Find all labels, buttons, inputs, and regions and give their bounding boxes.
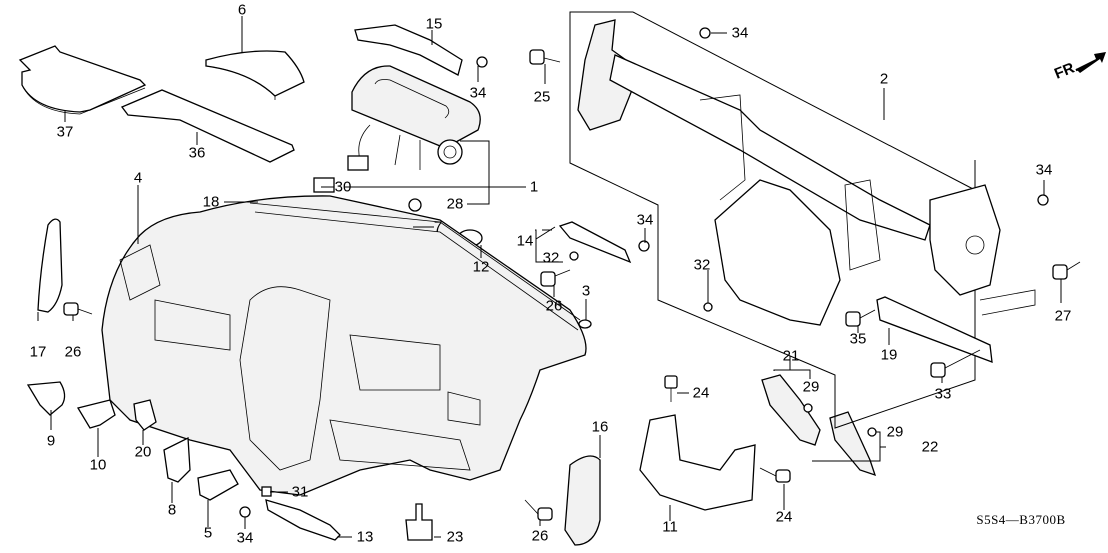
callout-35[interactable]: 35 (849, 330, 867, 348)
part-22-bracket-assembly[interactable] (829, 411, 877, 477)
part-5-lid[interactable] (197, 469, 239, 501)
part-26-bolt-left[interactable] (63, 302, 93, 316)
callout-26-middle[interactable]: 26 (545, 297, 563, 315)
callout-26-left[interactable]: 26 (64, 343, 82, 361)
part-23-label[interactable] (405, 503, 433, 541)
callout-16[interactable]: 16 (591, 418, 609, 436)
callout-18[interactable]: 18 (202, 193, 220, 211)
part-19-stay[interactable] (876, 296, 993, 363)
part-34-screw-airbag[interactable] (476, 56, 488, 68)
callout-13[interactable]: 13 (356, 528, 374, 546)
callout-24-lower[interactable]: 24 (775, 508, 793, 526)
callout-23[interactable]: 23 (446, 528, 464, 546)
callout-31[interactable]: 31 (291, 483, 309, 501)
part-29-nut-lower[interactable] (867, 427, 877, 437)
callout-24-upper[interactable]: 24 (692, 384, 710, 402)
callout-9[interactable]: 9 (46, 432, 56, 450)
part-26-bolt-middle[interactable] (540, 269, 571, 287)
callout-34-lower[interactable]: 34 (236, 529, 254, 547)
leader-lines (37, 16, 1062, 538)
front-direction-indicator: FR. (1052, 52, 1108, 95)
callout-12[interactable]: 12 (472, 258, 490, 276)
part-25-bolt[interactable] (529, 49, 561, 65)
callout-3[interactable]: 3 (581, 282, 591, 300)
callout-4[interactable]: 4 (133, 169, 143, 187)
part-29-nut-upper[interactable] (803, 403, 813, 413)
part-24-bolt-upper[interactable] (664, 375, 678, 402)
callout-15[interactable]: 15 (425, 15, 443, 33)
part-21-bracket-assembly[interactable] (761, 374, 821, 446)
part-26-bolt-bottom[interactable] (524, 499, 553, 521)
front-arrow-icon (1076, 52, 1106, 73)
part-33-bolt[interactable] (930, 349, 981, 378)
callout-1[interactable]: 1 (529, 178, 539, 196)
callout-30[interactable]: 30 (334, 178, 352, 196)
part-14-bracket[interactable] (558, 221, 632, 264)
callout-8[interactable]: 8 (167, 501, 177, 519)
callout-21[interactable]: 21 (782, 347, 800, 365)
callout-22[interactable]: 22 (921, 438, 939, 456)
part-37-insulator[interactable] (18, 45, 147, 115)
diagram-code: S5S4—B3700B (976, 512, 1066, 527)
callout-6[interactable]: 6 (237, 1, 247, 19)
part-32-nut-right[interactable] (703, 302, 713, 312)
part-34-screw-lower[interactable] (239, 506, 251, 518)
callout-34-right[interactable]: 34 (1035, 161, 1053, 179)
part-3-plug[interactable] (578, 319, 592, 329)
callout-33[interactable]: 33 (934, 385, 952, 403)
callout-19[interactable]: 19 (880, 346, 898, 364)
callout-26-bottom[interactable]: 26 (531, 527, 549, 545)
part-16-side-cover-right[interactable] (564, 455, 601, 546)
callout-14[interactable]: 14 (516, 232, 534, 250)
part-28-nut[interactable] (408, 198, 422, 212)
part-4-instrument-panel[interactable] (101, 195, 587, 496)
part-1-airbag-module[interactable] (347, 65, 481, 171)
part-30-clip[interactable] (313, 177, 335, 193)
callout-34-airbag[interactable]: 34 (469, 84, 487, 102)
part-24-bolt-lower[interactable] (759, 467, 791, 483)
callout-27[interactable]: 27 (1054, 307, 1072, 325)
part-9-vent-cover[interactable] (26, 381, 66, 416)
callout-37[interactable]: 37 (56, 123, 74, 141)
part-36-insulator[interactable] (120, 89, 295, 163)
callout-11[interactable]: 11 (662, 518, 678, 536)
callout-10[interactable]: 10 (89, 456, 107, 474)
part-17-side-cover-left[interactable] (37, 218, 63, 313)
callout-32-right[interactable]: 32 (693, 256, 711, 274)
callout-2[interactable]: 2 (879, 70, 889, 88)
part-10-vent-cover[interactable] (76, 399, 116, 429)
part-34-screw-right[interactable] (1037, 194, 1049, 206)
part-8-side-cover[interactable] (163, 436, 191, 483)
callout-29-lower[interactable]: 29 (886, 423, 904, 441)
part-11-center-bracket[interactable] (639, 414, 756, 511)
callout-29-upper[interactable]: 29 (802, 378, 820, 396)
callout-7[interactable]: 7 (433, 218, 443, 236)
part-13-lower-bracket[interactable] (265, 499, 341, 541)
part-34-screw-top[interactable] (699, 27, 711, 39)
callout-5[interactable]: 5 (203, 524, 213, 542)
callout-17[interactable]: 17 (29, 343, 47, 361)
part-2-hanger-beam[interactable] (569, 11, 1036, 429)
callout-32-left[interactable]: 32 (542, 249, 560, 267)
callout-36[interactable]: 36 (188, 144, 206, 162)
part-34-screw-middle[interactable] (638, 240, 650, 252)
callout-25[interactable]: 25 (533, 88, 551, 106)
part-15-upper-bracket[interactable] (354, 24, 463, 76)
callout-28[interactable]: 28 (446, 195, 464, 213)
callout-34-middle[interactable]: 34 (636, 211, 654, 229)
part-6-pad[interactable] (205, 50, 305, 100)
callout-34-top[interactable]: 34 (731, 24, 749, 42)
part-27-bolt[interactable] (1052, 261, 1081, 280)
part-35-bolt[interactable] (845, 309, 876, 327)
part-20-switch-cover[interactable] (133, 399, 157, 431)
callout-20[interactable]: 20 (134, 443, 152, 461)
part-32-nut-left[interactable] (569, 251, 579, 261)
part-31-nut[interactable] (261, 486, 272, 497)
